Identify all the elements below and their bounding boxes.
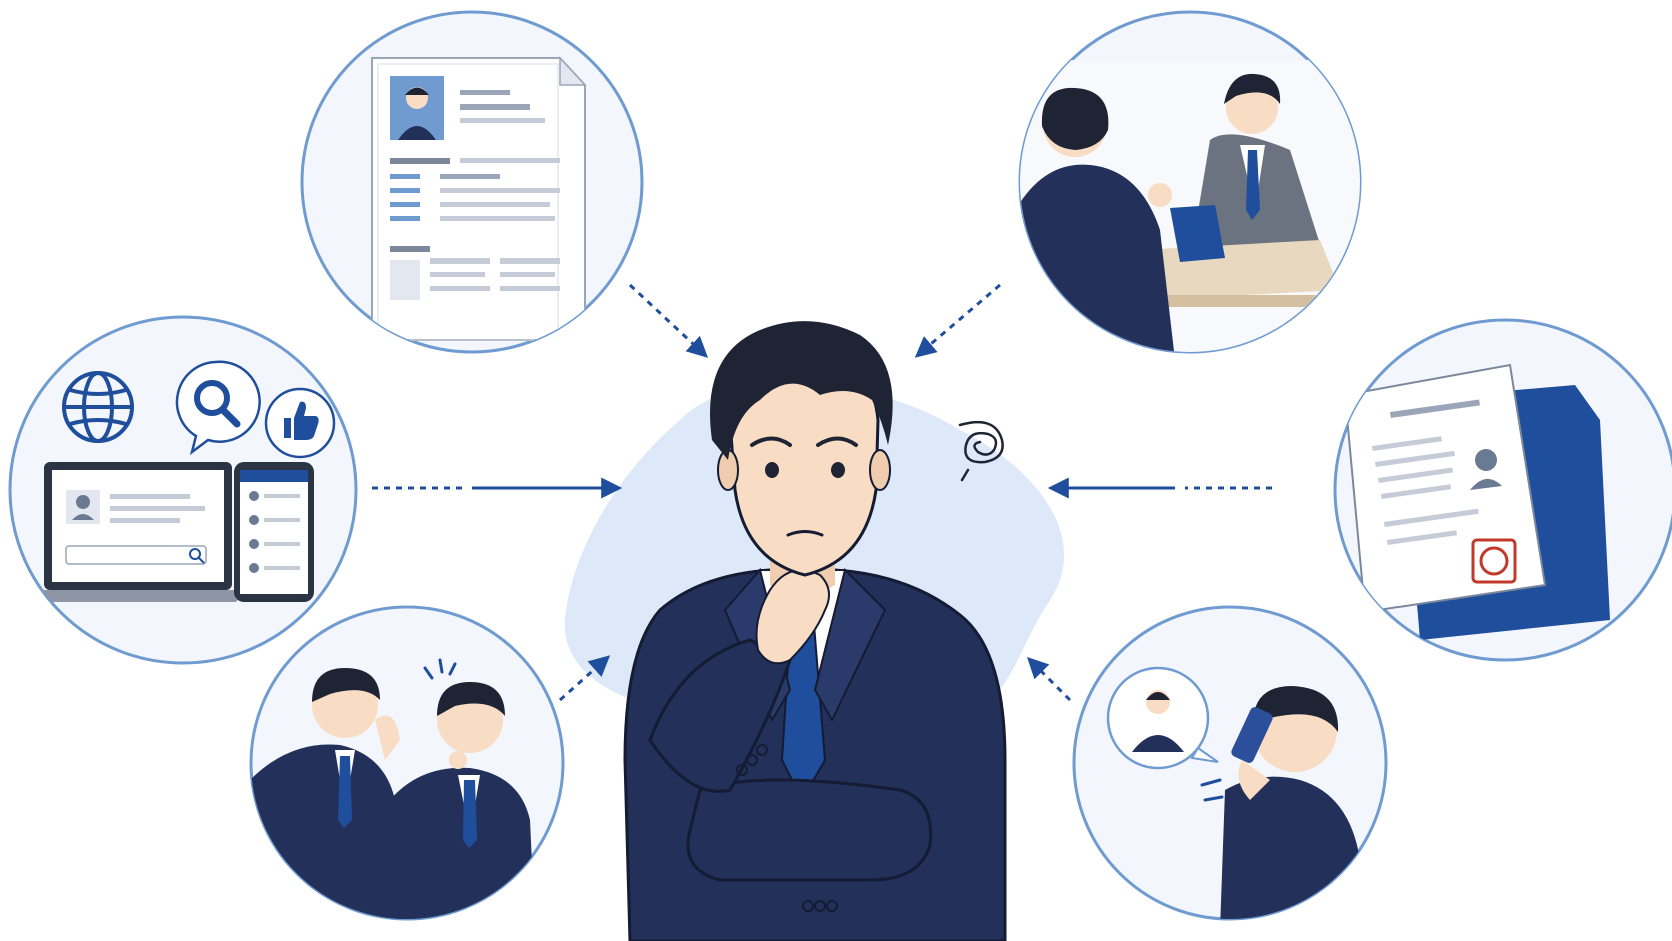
document-circle — [1333, 318, 1672, 662]
resume-circle — [300, 10, 644, 354]
resume-document-icon — [371, 56, 587, 341]
worried-businessman-icon — [623, 321, 1007, 941]
surprise-marks-icon — [423, 658, 457, 680]
web-search-icon — [30, 360, 336, 602]
interview-meeting-icon — [1020, 60, 1360, 352]
arrow-from-resume — [628, 283, 709, 358]
globe-icon — [62, 371, 134, 443]
interview-circle — [1018, 10, 1362, 354]
thumbs-up-icon — [264, 387, 336, 459]
arrows — [372, 283, 1272, 702]
arrow-from-whisper — [559, 655, 611, 702]
smartphone-icon — [234, 462, 314, 602]
official-document-icon — [1343, 363, 1610, 640]
online-research-circle — [8, 315, 358, 665]
search-icon — [175, 360, 261, 456]
phone-circle — [1072, 605, 1388, 921]
arrow-from-phone — [1027, 657, 1072, 702]
laptop-icon — [30, 462, 246, 602]
arrow-from-interview — [914, 283, 1001, 358]
sound-lines-icon — [1200, 778, 1224, 802]
whisper-circle — [249, 605, 565, 921]
seal-stamp-icon — [1471, 538, 1517, 584]
hair — [710, 321, 893, 460]
hand — [755, 569, 830, 665]
speech-bubble-icon — [1106, 666, 1219, 770]
worry-squiggle-icon — [958, 420, 1004, 482]
